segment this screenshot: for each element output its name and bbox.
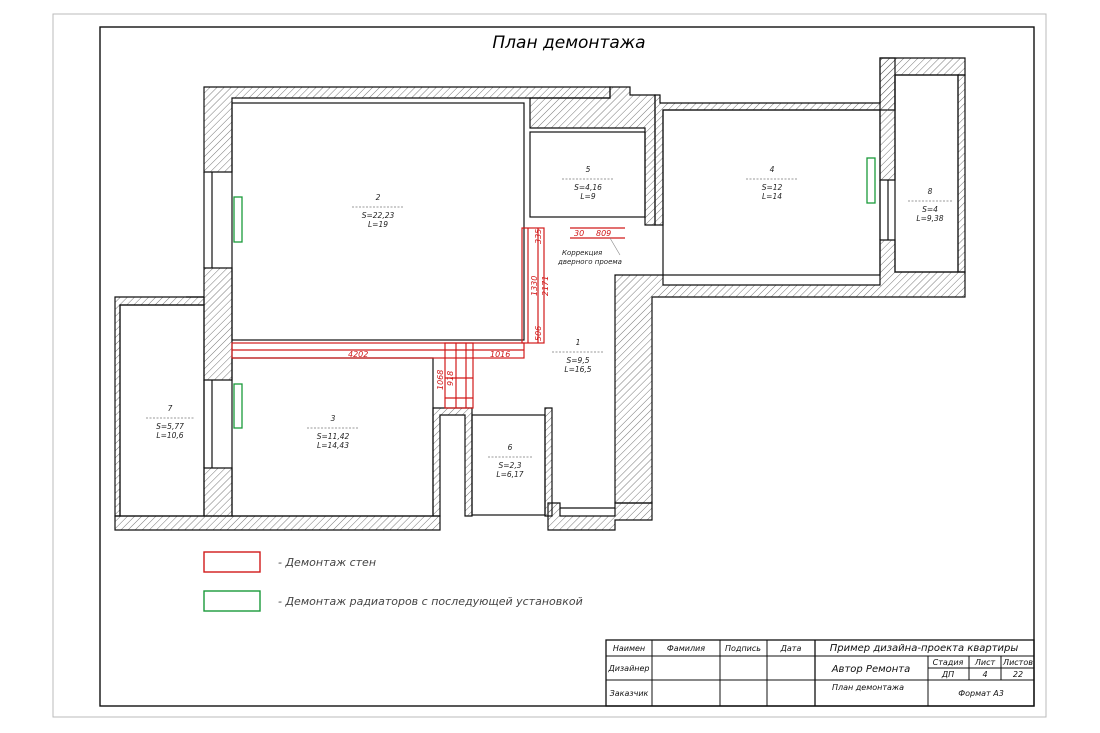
svg-text:S=22,23: S=22,23 <box>362 211 395 220</box>
stamp-stage: ДП <box>941 670 954 679</box>
svg-text:S=11,42: S=11,42 <box>317 432 350 441</box>
stamp-row-customer: Заказчик <box>610 689 649 698</box>
svg-text:S=4: S=4 <box>922 205 938 214</box>
dim-335: 335 <box>534 229 543 244</box>
stamp-project: Пример дизайна-проекта квартиры <box>830 643 1019 654</box>
dim-809: 809 <box>596 229 611 238</box>
wall-room6-right <box>544 407 553 517</box>
stamp-sheets-h: Листов <box>1002 658 1033 667</box>
svg-text:6: 6 <box>508 443 513 452</box>
svg-text:L=6,17: L=6,17 <box>496 470 523 479</box>
radiator-room-2 <box>233 196 243 243</box>
svg-text:L=14,43: L=14,43 <box>317 441 349 450</box>
svg-text:S=4,16: S=4,16 <box>574 183 602 192</box>
dim-1068: 1068 <box>436 370 445 390</box>
annotation-leader <box>609 237 621 256</box>
svg-text:7: 7 <box>168 404 173 413</box>
radiators <box>233 157 876 429</box>
room-5-outline <box>529 131 646 218</box>
svg-text:S=12: S=12 <box>762 183 783 192</box>
wall-left-mid <box>203 267 233 381</box>
wall-room6 <box>432 407 473 517</box>
svg-text:L=19: L=19 <box>368 220 388 229</box>
room-label-3: 3 S=11,42 L=14,43 <box>307 414 359 450</box>
room-labels: 2 S=22,23 L=19 5 S=4,16 L=9 4 S=12 L=14 … <box>146 165 952 479</box>
stamp-format: Формат А3 <box>958 689 1004 698</box>
wall-balcony-left <box>114 296 205 517</box>
wall-left-bottom <box>203 467 233 517</box>
wall-bottom-right <box>547 502 653 531</box>
walls <box>114 57 966 531</box>
room-label-1: 1 S=9,5 L=16,5 <box>552 338 604 374</box>
demolish-wall-small <box>444 342 474 409</box>
radiator-room-3 <box>233 383 243 429</box>
dim-506: 506 <box>534 326 543 341</box>
stamp-h-name: Наимен <box>613 644 645 653</box>
wall-bottom <box>114 515 441 531</box>
room-label-5: 5 S=4,16 L=9 <box>562 165 614 201</box>
annotation-line1: Коррекция <box>562 249 602 257</box>
dim-1016: 1016 <box>490 350 510 359</box>
legend-label-radiator: - Демонтаж радиаторов с последующей уста… <box>278 595 583 608</box>
room-2-outline <box>231 102 525 341</box>
stamp-sheet-h: Лист <box>974 658 996 667</box>
room-label-4: 4 S=12 L=14 <box>746 165 798 201</box>
drawing-title: План демонтажа <box>492 33 645 53</box>
wall-top-5 <box>529 86 656 226</box>
svg-text:S=2,3: S=2,3 <box>499 461 522 470</box>
room-label-6: 6 S=2,3 L=6,17 <box>488 443 532 479</box>
inner-frame <box>99 26 1035 707</box>
title-block <box>605 639 1035 707</box>
svg-text:S=5,77: S=5,77 <box>156 422 184 431</box>
legend: - Демонтаж стен - Демонтаж радиаторов с … <box>203 551 583 612</box>
wall-top-4 <box>654 57 966 226</box>
room-label-8: 8 S=4 L=9,38 <box>908 187 952 223</box>
radiator-room-4 <box>866 157 876 204</box>
room-label-2: 2 S=22,23 L=19 <box>352 193 404 229</box>
legend-swatch-demolition <box>203 551 261 573</box>
room-label-7: 7 S=5,77 L=10,6 <box>146 404 194 440</box>
stamp-author: Автор Ремонта <box>831 664 911 675</box>
dim-1330: 1330 <box>530 276 539 296</box>
dim-2171: 2171 <box>541 276 550 296</box>
room-7-outline <box>119 304 205 517</box>
stamp-h-surname: Фамилия <box>667 644 705 653</box>
stamp-stage-h: Стадия <box>933 658 964 667</box>
stamp-drawing: План демонтажа <box>832 683 904 692</box>
dim-30: 30 <box>574 229 584 238</box>
demolition-walls <box>231 227 625 409</box>
stamp-sheets: 22 <box>1013 670 1023 679</box>
legend-swatch-radiator <box>203 590 261 612</box>
stamp-sheet: 4 <box>982 670 987 679</box>
dim-918: 918 <box>446 371 455 386</box>
stamp-row-designer: Дизайнер <box>607 664 649 673</box>
stamp-h-sign: Подпись <box>725 644 761 653</box>
svg-text:8: 8 <box>928 187 933 196</box>
stamp-h-date: Дата <box>780 644 802 653</box>
svg-text:4: 4 <box>770 165 775 174</box>
svg-text:2: 2 <box>376 193 381 202</box>
svg-text:3: 3 <box>331 414 336 423</box>
room-8-outline <box>894 74 959 273</box>
wall-right <box>879 57 896 181</box>
svg-text:L=14: L=14 <box>762 192 782 201</box>
svg-text:L=16,5: L=16,5 <box>564 365 591 374</box>
wall-right-lower <box>614 239 966 504</box>
dim-4202: 4202 <box>348 350 368 359</box>
room-6-outline <box>471 414 546 516</box>
svg-text:1: 1 <box>576 338 581 347</box>
svg-text:5: 5 <box>586 165 591 174</box>
annotation-line2: дверного проема <box>557 258 622 266</box>
svg-text:L=9,38: L=9,38 <box>916 214 943 223</box>
room-outlines <box>119 74 959 517</box>
outer-frame <box>52 13 1047 718</box>
wall-far-right <box>957 74 966 273</box>
demolish-wall-vertical <box>521 227 545 344</box>
legend-label-demolition: - Демонтаж стен <box>278 556 376 569</box>
svg-text:L=10,6: L=10,6 <box>156 431 183 440</box>
svg-text:L=9: L=9 <box>580 192 595 201</box>
svg-text:S=9,5: S=9,5 <box>567 356 590 365</box>
title-block-text: Наимен Фамилия Подпись Дата Дизайнер Зак… <box>607 643 1033 698</box>
